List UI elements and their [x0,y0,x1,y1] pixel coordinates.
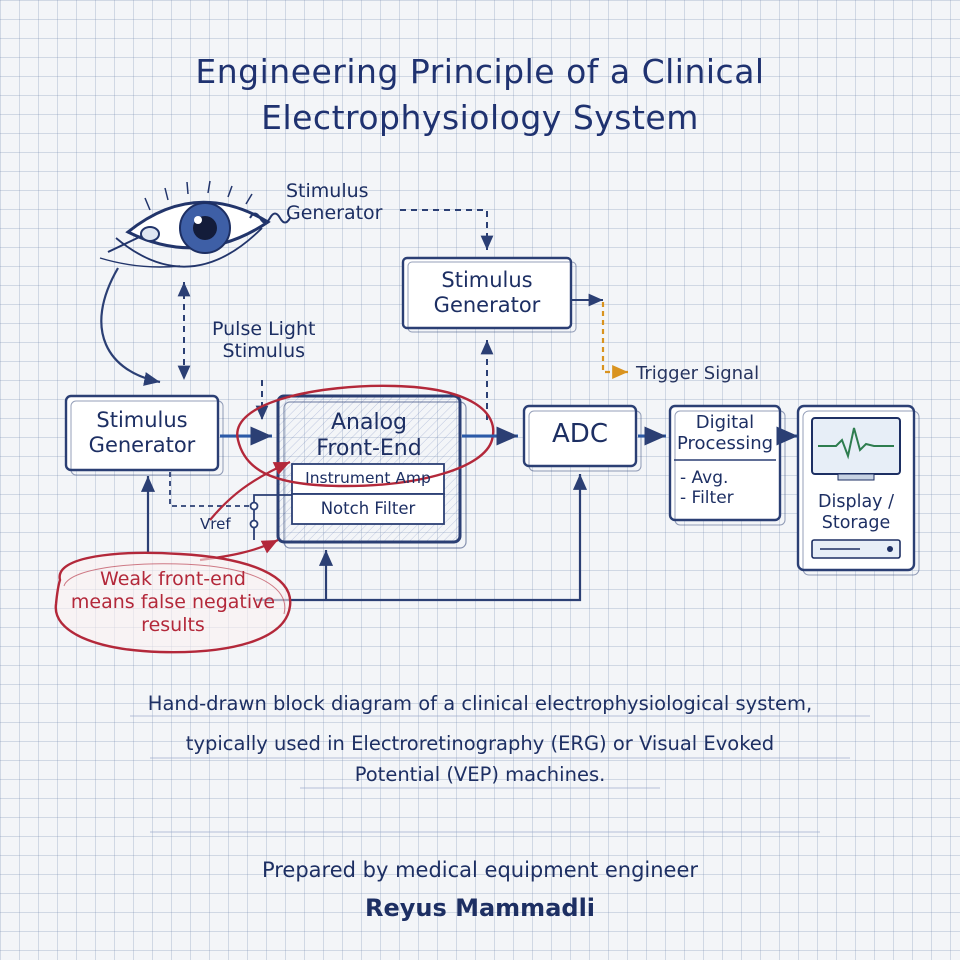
front-end-highlight-circle [236,384,495,488]
eye-icon [99,180,271,268]
caption-line-1: Hand-drawn block diagram of a clinical e… [147,692,813,715]
reference-dashed-line [169,472,252,507]
instrument-amp-label: Instrument Amp [305,469,431,487]
adc-box [522,404,638,468]
caption-line-2: typically used in Electroretinography (E… [185,732,775,755]
stimulus-generator-top-label: Stimulus Generator [286,180,383,225]
vref-connection [249,494,292,540]
credit-line: Prepared by medical equipment engineer [261,858,699,882]
feedback-lines [140,474,588,602]
list-item: - Filter [680,488,734,509]
display-storage-label: Display / Storage [818,492,894,533]
light-wave-icon [249,212,291,224]
author-name: Reyus Mammadli [364,894,596,922]
notch-filter-block [291,493,445,525]
stimulus-generator-center-label: Stimulus Generator [433,268,541,317]
vref-label: Vref [200,515,231,533]
stimulus-generator-left-box [64,394,220,472]
stimulus-generator-center-box [401,256,573,330]
page-title-line-2: Electrophysiology System [261,98,699,137]
warning-bubble [54,551,292,654]
top-label-to-generator-arrow [400,209,494,250]
eye-to-generator-arrow [100,267,161,386]
notch-filter-label: Notch Filter [320,499,416,518]
waveform-icon [818,427,894,460]
warning-note-text: Weak front-end means false negative resu… [70,568,276,637]
trigger-signal-arrow [601,302,628,380]
trigger-signal-label: Trigger Signal [636,363,760,384]
digital-processing-label: Digital Processing [676,412,774,455]
list-item: - Avg. [680,468,729,488]
digital-processing-box [668,404,782,522]
analog-front-end-label: Analog Front-End [316,410,422,461]
stimulus-generator-left-label: Stimulus Generator [88,408,196,457]
caption-line-3: Potential (VEP) machines. [354,763,606,786]
warning-arrow-upper [209,460,291,521]
processing-items-list: - Avg. - Filter [680,468,734,508]
adc-label: ADC [552,419,608,449]
page-title: Engineering Principle of a Clinical [195,52,765,91]
pulse-light-label: Pulse Light Stimulus [212,318,316,363]
